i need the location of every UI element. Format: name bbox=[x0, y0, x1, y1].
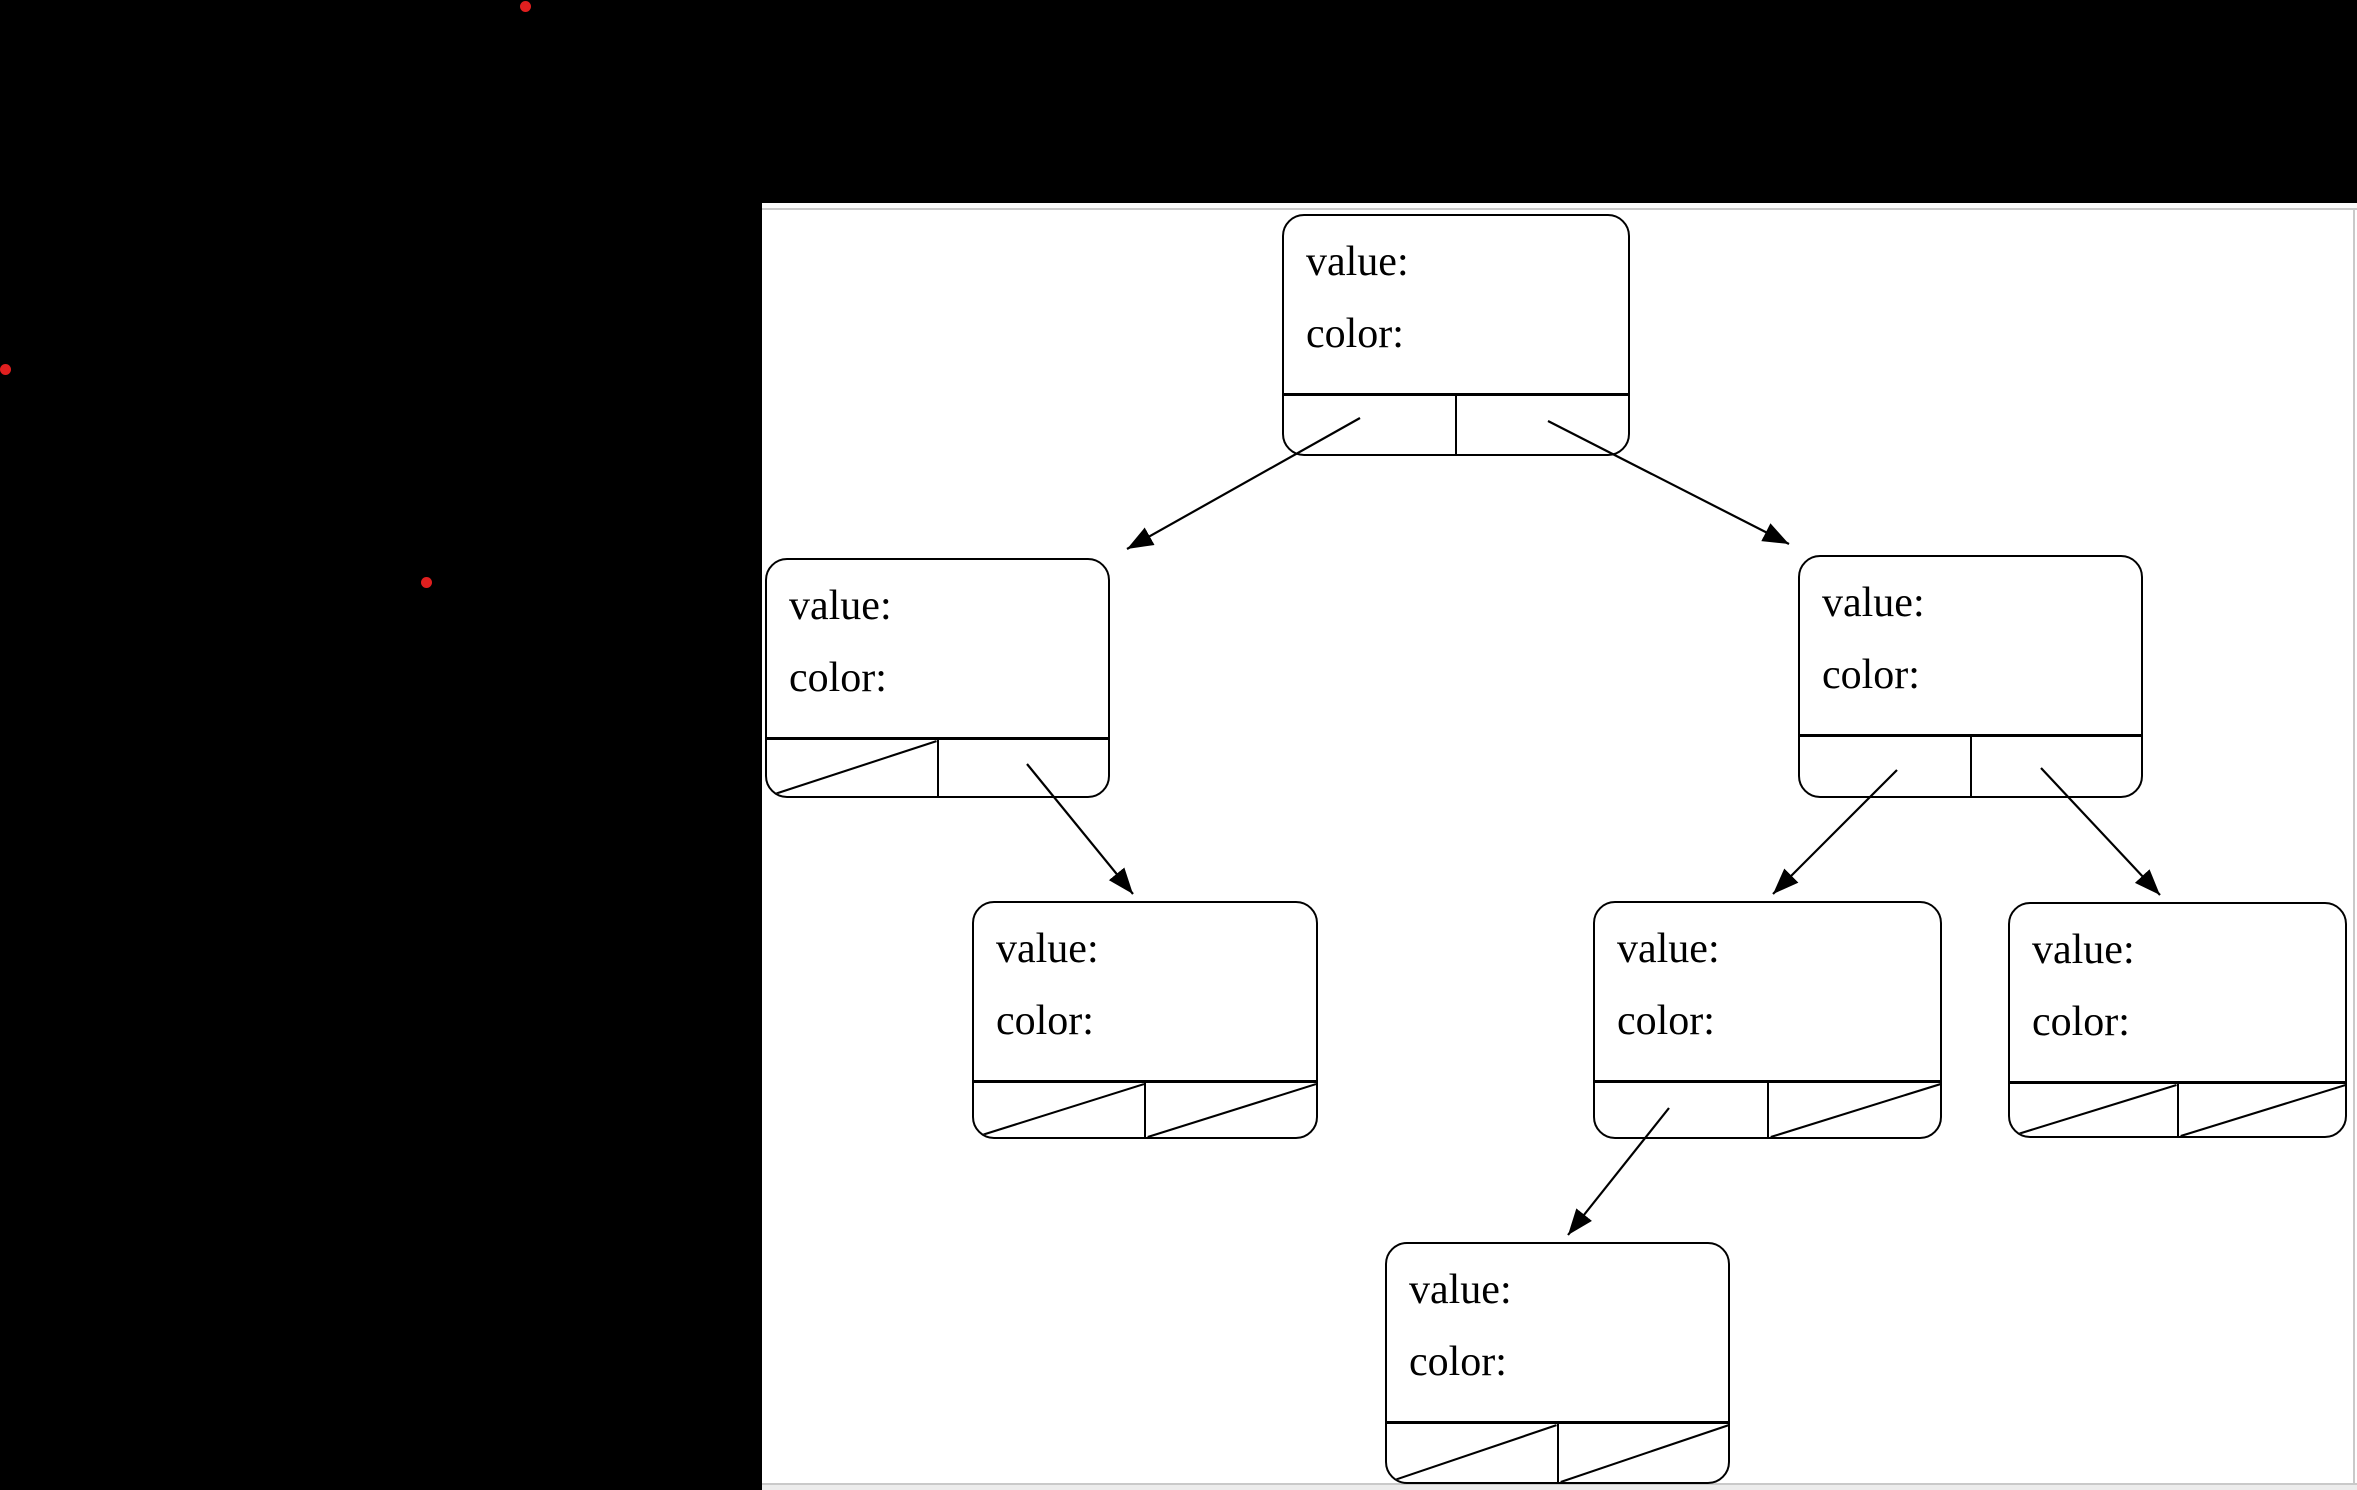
left-pointer-cell-null bbox=[974, 1083, 1144, 1137]
right-pointer-cell bbox=[1969, 737, 2142, 796]
tree-node-left-right: value: color: bbox=[972, 901, 1318, 1139]
color-field-label: color: bbox=[1306, 311, 1404, 357]
node-pointer-row bbox=[974, 1080, 1316, 1137]
value-field-label: value: bbox=[1409, 1267, 1512, 1313]
color-field-label: color: bbox=[2032, 999, 2130, 1045]
null-slash-icon bbox=[1559, 1424, 1729, 1482]
document-page: value: color: value: color: value: bbox=[762, 203, 2357, 1490]
value-field-label: value: bbox=[2032, 927, 2135, 973]
color-field-label: color: bbox=[1617, 998, 1715, 1044]
red-annotation-dot bbox=[519, 0, 531, 12]
value-field-label: value: bbox=[996, 926, 1099, 972]
red-annotation-dot bbox=[420, 576, 432, 588]
null-slash-icon bbox=[974, 1083, 1144, 1137]
value-field-label: value: bbox=[1822, 580, 1925, 626]
right-pointer-cell-null bbox=[1144, 1083, 1316, 1137]
node-fields: value: color: bbox=[1800, 557, 2141, 734]
null-slash-icon bbox=[1387, 1424, 1557, 1482]
left-pointer-cell bbox=[1800, 737, 1970, 796]
left-pointer-cell bbox=[1595, 1083, 1767, 1137]
tree-node-right-right: value: color: bbox=[2008, 902, 2347, 1138]
node-fields: value: color: bbox=[767, 560, 1108, 737]
page-bottom-border bbox=[762, 1483, 2357, 1490]
left-pointer-cell-null bbox=[767, 740, 937, 796]
right-pointer-cell bbox=[1455, 396, 1628, 454]
node-fields: value: color: bbox=[1595, 903, 1940, 1080]
color-field-label: color: bbox=[1409, 1339, 1507, 1385]
red-annotation-dot bbox=[0, 363, 11, 375]
color-field-label: color: bbox=[1822, 652, 1920, 698]
left-pointer-cell-null bbox=[2010, 1084, 2177, 1136]
value-field-label: value: bbox=[1306, 239, 1409, 285]
node-fields: value: color: bbox=[1284, 216, 1628, 393]
node-pointer-row bbox=[1800, 734, 2141, 796]
page-top-border bbox=[762, 203, 2357, 210]
color-field-label: color: bbox=[996, 998, 1094, 1044]
node-pointer-row bbox=[767, 737, 1108, 796]
node-pointer-row bbox=[1284, 393, 1628, 454]
right-pointer-cell-null bbox=[1766, 1083, 1941, 1137]
node-fields: value: color: bbox=[2010, 904, 2345, 1081]
color-field-label: color: bbox=[789, 655, 887, 701]
node-pointer-row bbox=[1595, 1080, 1940, 1137]
left-pointer-cell-null bbox=[1387, 1424, 1557, 1482]
node-fields: value: color: bbox=[1387, 1244, 1728, 1421]
tree-node-root: value: color: bbox=[1282, 214, 1630, 456]
right-pointer-cell-null bbox=[2176, 1084, 2346, 1136]
right-pointer-cell bbox=[936, 740, 1109, 796]
null-slash-icon bbox=[1769, 1083, 1941, 1137]
tree-node-left: value: color: bbox=[765, 558, 1110, 798]
value-field-label: value: bbox=[1617, 926, 1720, 972]
null-slash-icon bbox=[767, 740, 937, 796]
node-pointer-row bbox=[1387, 1421, 1728, 1482]
null-slash-icon bbox=[2010, 1084, 2177, 1136]
null-slash-icon bbox=[1146, 1083, 1316, 1137]
node-pointer-row bbox=[2010, 1081, 2345, 1136]
right-pointer-cell-null bbox=[1556, 1424, 1729, 1482]
tree-node-right: value: color: bbox=[1798, 555, 2143, 798]
left-pointer-cell bbox=[1284, 396, 1455, 454]
value-field-label: value: bbox=[789, 583, 892, 629]
node-fields: value: color: bbox=[974, 903, 1316, 1080]
tree-node-right-left: value: color: bbox=[1593, 901, 1942, 1139]
tree-node-right-left-left: value: color: bbox=[1385, 1242, 1730, 1484]
null-slash-icon bbox=[2179, 1084, 2346, 1136]
page-right-border bbox=[2353, 210, 2355, 1483]
